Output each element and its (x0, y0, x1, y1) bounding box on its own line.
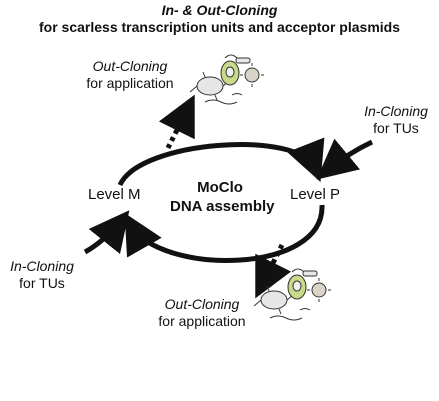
out-cloning-bottom-line-1: Out-Cloning (164, 296, 240, 312)
in-cloning-right-line-1: In-Cloning (364, 103, 428, 119)
in-cloning-left-line-1: In-Cloning (10, 258, 74, 274)
cycle-arrow-top (117, 137, 325, 187)
center-label-line-1: MoClo (197, 179, 243, 196)
fungus-icon (224, 54, 251, 64)
in-cloning-left-label: In-Cloning for TUs (2, 258, 82, 292)
in-cloning-right-label: In-Cloning for TUs (356, 103, 436, 137)
virus-icon (240, 63, 264, 87)
out-cloning-bottom-line-2: for application (158, 313, 246, 329)
worm-icon (269, 308, 311, 321)
title-line-1: In- & Out-Cloning (161, 2, 278, 18)
organisms-bottom (253, 268, 331, 321)
plant-cell-icon (287, 274, 307, 300)
in-cloning-arrow-left (83, 210, 130, 255)
out-cloning-top-label: Out-Cloning for application (78, 58, 182, 92)
worm-icon (204, 93, 243, 105)
in-cloning-left-line-2: for TUs (19, 275, 65, 291)
out-cloning-bottom-label: Out-Cloning for application (150, 296, 254, 330)
center-label-line-2: DNA assembly (170, 198, 275, 215)
out-cloning-arrow-top (158, 94, 195, 150)
organisms-top (189, 54, 264, 105)
plant-cell-icon (220, 60, 240, 86)
virus-icon (307, 278, 331, 302)
cycle-arrow-bottom (124, 204, 325, 263)
fungus-icon (291, 268, 318, 277)
level-m-label: Level M (88, 186, 141, 203)
in-cloning-arrow-right (316, 138, 374, 180)
out-cloning-top-line-1: Out-Cloning (92, 58, 168, 74)
level-p-label: Level P (290, 186, 341, 203)
bacterium-icon (189, 71, 231, 101)
title-line-2: for scarless transcription units and acc… (39, 19, 400, 35)
bacterium-icon (253, 285, 295, 315)
out-cloning-top-line-2: for application (86, 75, 174, 91)
in-cloning-right-line-2: for TUs (373, 120, 419, 136)
